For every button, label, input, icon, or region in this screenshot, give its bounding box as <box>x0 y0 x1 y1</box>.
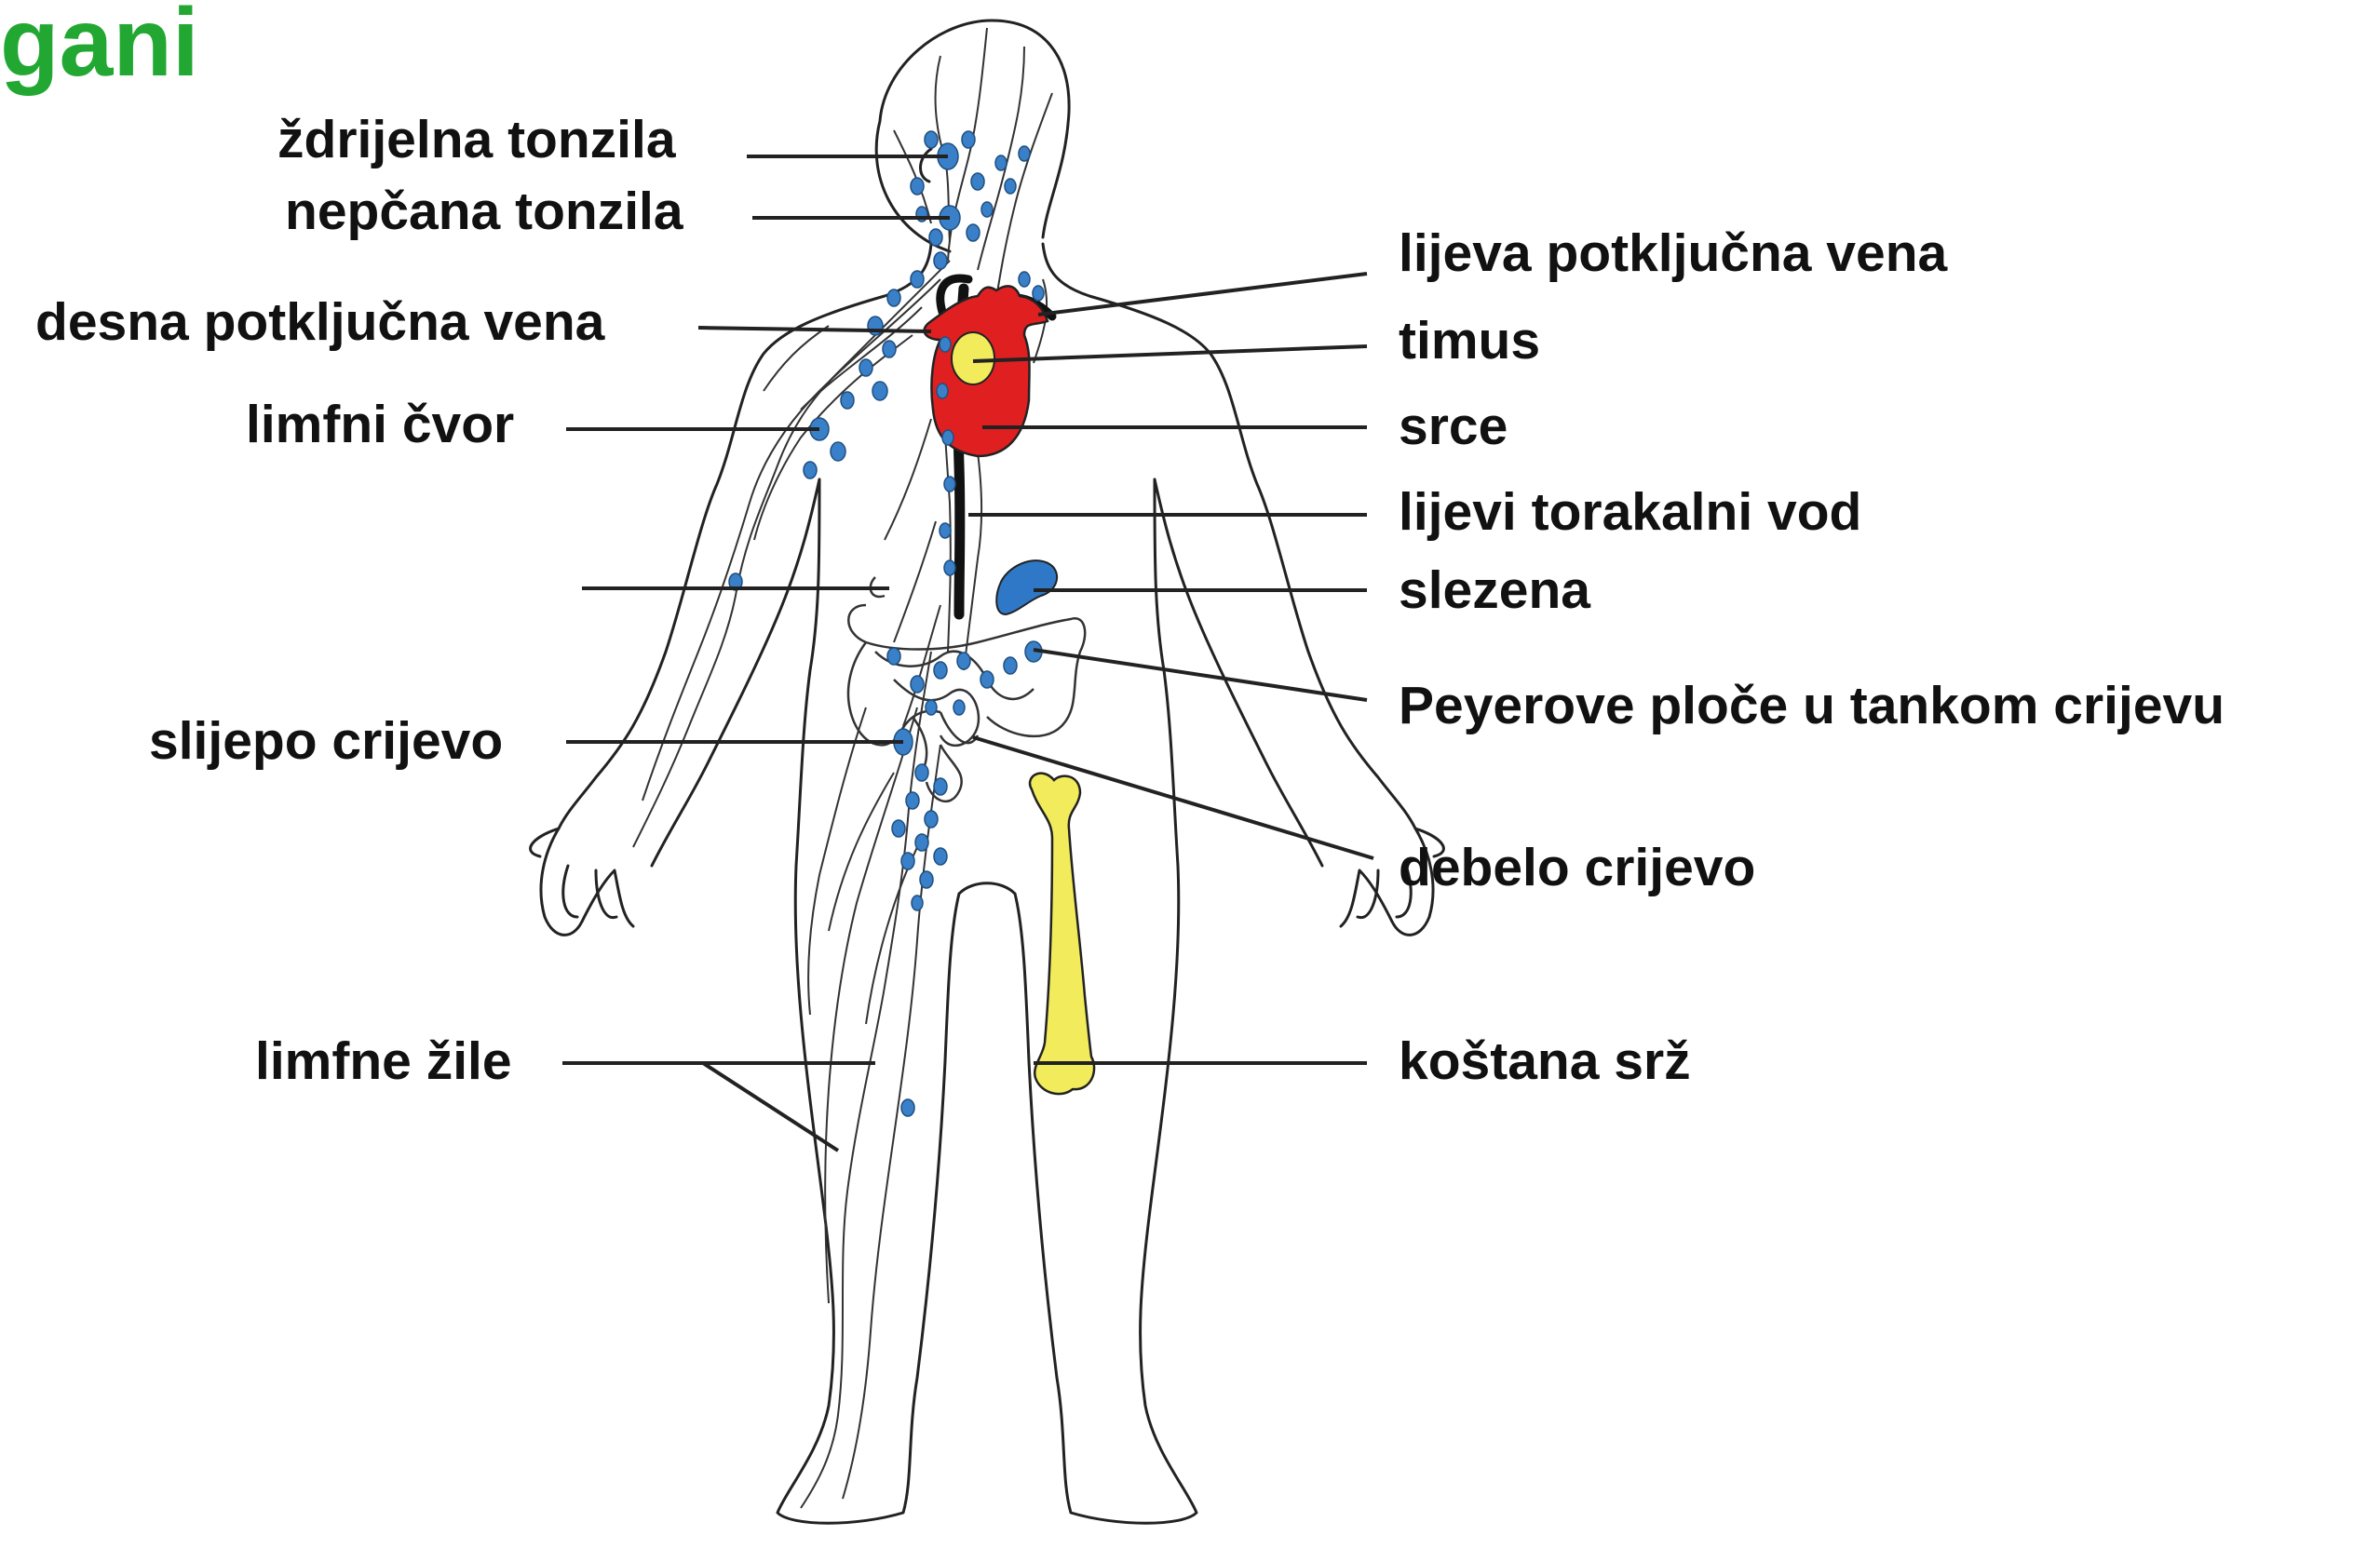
lymph-node <box>971 173 984 190</box>
thymus <box>952 332 994 384</box>
label-kostana-srz: koštana srž <box>1399 1035 1691 1088</box>
lymph-node <box>929 229 942 246</box>
lymph-node <box>944 477 955 492</box>
label-srce: srce <box>1399 400 1508 453</box>
lymph-node <box>926 700 937 715</box>
spleen <box>996 560 1057 614</box>
label-lijeva-potkljucna-vena: lijeva potključna vena <box>1399 227 1947 280</box>
lymph-node <box>901 853 914 869</box>
leader-timus <box>973 346 1367 361</box>
lymph-node <box>892 820 905 837</box>
label-timus: timus <box>1399 315 1540 368</box>
leader-debelo-crijevo <box>973 737 1373 858</box>
lymph-node <box>912 896 923 910</box>
lymph-node <box>911 271 924 288</box>
label-slezena: slezena <box>1399 564 1590 617</box>
intestine-outline <box>848 577 1085 801</box>
lymph-node <box>911 178 924 195</box>
lymph-node <box>980 671 994 688</box>
lymph-node <box>841 392 854 409</box>
label-nepcana-tonzila: nepčana tonzila <box>285 185 683 238</box>
label-limfne-zile: limfne žile <box>255 1035 512 1088</box>
lymph-nodes <box>729 131 1044 1116</box>
lymph-node <box>995 155 1007 170</box>
lymph-node <box>1004 657 1017 674</box>
lymph-node <box>920 871 933 888</box>
lymph-node <box>940 523 951 538</box>
lymph-node <box>901 1099 914 1116</box>
lymph-node <box>944 560 955 575</box>
lymph-node <box>962 131 975 148</box>
lymph-node <box>967 224 980 241</box>
label-lijevi-torakalni-vod: lijevi torakalni vod <box>1399 486 1861 539</box>
label-desna-potkljucna-vena: desna potključna vena <box>35 296 604 349</box>
lymph-node <box>981 202 993 217</box>
lymph-node <box>831 442 845 461</box>
lymph-node <box>934 848 947 865</box>
lymph-node <box>934 778 947 795</box>
leader-desna-potkljucna-vena <box>698 328 931 331</box>
lymph-node <box>934 252 947 269</box>
lymph-node <box>872 382 887 400</box>
label-limfni-cvor: limfni čvor <box>246 398 514 451</box>
lymph-node <box>915 834 928 851</box>
label-slijepo-crijevo: slijepo crijevo <box>149 715 503 768</box>
lymph-node <box>925 131 938 148</box>
lymph-node <box>937 384 948 398</box>
label-debelo-crijevo: debelo crijevo <box>1399 842 1755 895</box>
body-outline <box>531 20 1444 1523</box>
lymph-node <box>887 290 900 306</box>
label-peyerove-ploce: Peyerove ploče u tankom crijevu <box>1399 680 2224 733</box>
lymph-node <box>1005 179 1016 194</box>
lymph-node <box>883 341 896 357</box>
lymph-node <box>887 648 900 665</box>
lymph-node <box>957 653 970 669</box>
lymph-node <box>906 792 919 809</box>
lymph-node <box>1019 272 1030 287</box>
lymph-node <box>804 462 817 478</box>
lymph-node <box>915 764 928 781</box>
lymph-node <box>1033 286 1044 301</box>
leader-limfne-zile-b <box>703 1063 838 1151</box>
lymph-node <box>1019 146 1030 161</box>
bone-marrow <box>1030 774 1094 1095</box>
lymph-node <box>925 811 938 828</box>
lymph-node <box>953 700 965 715</box>
lymph-node <box>859 359 872 376</box>
label-zdrijelna-tonzila: ždrijelna tonzila <box>277 114 676 167</box>
lymph-node <box>934 662 947 679</box>
lymph-node <box>911 676 924 693</box>
lymph-node <box>940 337 951 352</box>
lymph-node <box>942 430 953 445</box>
lymph-vessel-network <box>633 28 1052 1508</box>
